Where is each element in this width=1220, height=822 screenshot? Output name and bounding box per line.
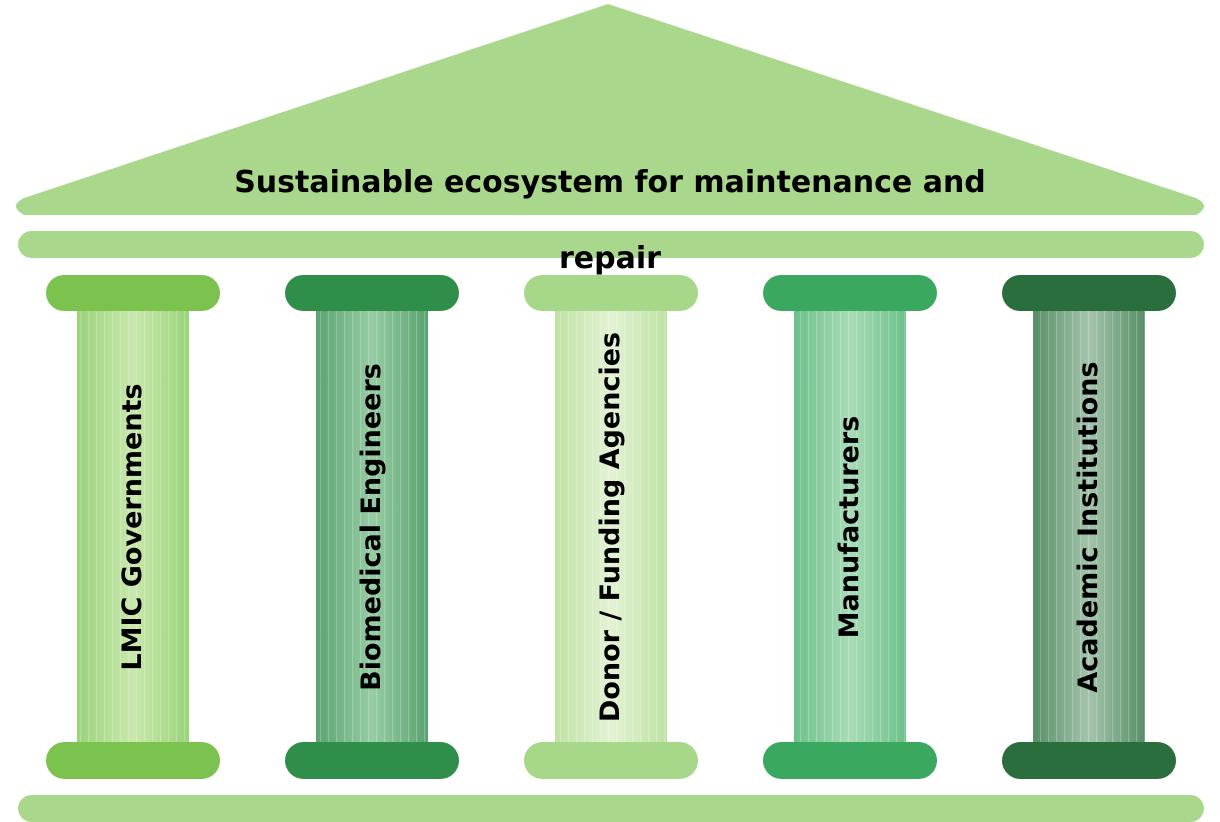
pillar-base <box>1002 742 1176 779</box>
pillar-base <box>524 742 698 779</box>
pillar-label: LMIC Governments <box>117 382 148 671</box>
pillar-label: Biomedical Engineers <box>356 362 387 691</box>
pillar-flutes <box>77 308 189 745</box>
pillar-capital <box>285 275 459 311</box>
pillar-base <box>763 742 937 779</box>
diagram-title-line-1: Sustainable ecosystem for maintenance an… <box>234 165 986 200</box>
pillar-base <box>46 742 220 779</box>
pillar-3 <box>524 275 698 779</box>
pillar-5 <box>1002 275 1176 779</box>
pillar-4 <box>763 275 937 779</box>
pillar-flutes <box>316 308 428 745</box>
pillar-label: Academic Institutions <box>1073 360 1104 693</box>
pillar-capital <box>763 275 937 311</box>
diagram-title-line-2: repair <box>559 241 661 276</box>
pillar-capital <box>1002 275 1176 311</box>
pillar-flutes <box>555 308 667 745</box>
pillar-capital <box>524 275 698 311</box>
pillar-flutes <box>794 308 906 745</box>
pillar-label: Donor / Funding Agencies <box>595 331 626 722</box>
pillar-2 <box>285 275 459 779</box>
pillar-label: Manufacturers <box>834 415 865 638</box>
pediment-roof <box>16 4 1204 215</box>
pillar-base <box>285 742 459 779</box>
pillar-1 <box>46 275 220 779</box>
pillar-flutes <box>1033 308 1145 745</box>
roof-beam <box>18 231 1204 258</box>
pillar-capital <box>46 275 220 311</box>
base-platform <box>18 795 1204 822</box>
